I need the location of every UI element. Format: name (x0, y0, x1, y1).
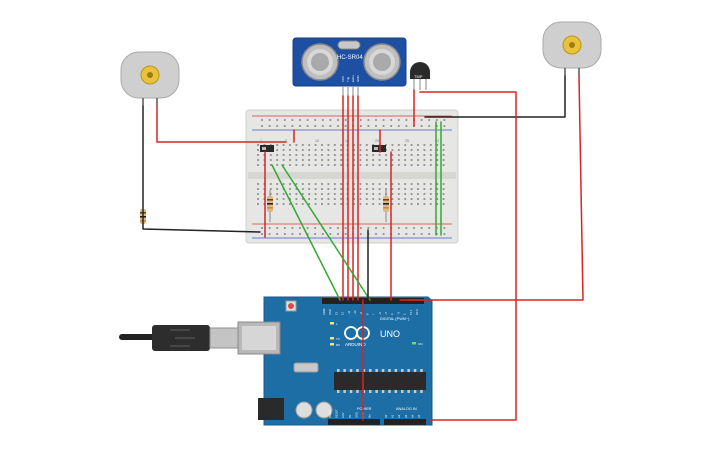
column-number: 1 (260, 139, 262, 143)
arduino-pin-label: ~10 (353, 310, 357, 315)
arduino-pin-label: IOREF (328, 410, 332, 418)
board-leds: L TX RX ON (330, 322, 423, 347)
wire-black-motor-right (424, 75, 566, 118)
arduino-pin-label: ~5 (384, 311, 388, 315)
arduino-pin-label: GND (328, 309, 332, 315)
column-number: 30 (435, 139, 439, 143)
column-number: 25 (405, 139, 409, 143)
wire-red-power-loop (413, 89, 517, 421)
arduino-pin-label: RESET (335, 409, 339, 418)
arduino-pin-label: GND (354, 412, 358, 418)
temperature-sensor[interactable]: TMP (410, 62, 430, 90)
power-header-label: POWER (357, 407, 372, 411)
atmega-chip-pins (337, 369, 423, 393)
arduino-pin-label: 12 (341, 312, 345, 315)
wire-green-signal-2 (281, 164, 371, 301)
arduino-pin-label: 7 (372, 313, 376, 315)
column-number: 10 (315, 139, 319, 143)
digital-header-label: DIGITAL (PWM~) (380, 317, 410, 321)
arduino-pin-label: ~9 (359, 311, 363, 315)
svg-text:GND: GND (356, 75, 360, 83)
wire-red-motor-left (156, 105, 287, 143)
arduino-pin-label: A1 (391, 414, 395, 418)
column-number: 15 (345, 139, 349, 143)
dc-motor-right[interactable] (542, 21, 602, 76)
ultrasonic-transducer-right (363, 43, 401, 81)
svg-text:Echo: Echo (351, 75, 355, 82)
arduino-pin-label: 3.3V (341, 412, 345, 418)
svg-text:VCC: VCC (341, 75, 345, 82)
arduino-model-label: UNO (380, 329, 400, 339)
resistor-right[interactable] (383, 190, 389, 222)
arduino-uno[interactable]: ARDUINO UNO DIGITAL (PWM~) POWER ANALOG … (237, 296, 433, 426)
arduino-pin-label: 2 (403, 313, 407, 315)
arduino-pin-label: A0 (384, 414, 388, 418)
arduino-pin-label: A3 (404, 414, 408, 418)
dc-motor-left[interactable] (120, 51, 180, 106)
svg-text:Trig: Trig (346, 77, 350, 82)
arduino-pin-label: AREF (322, 308, 326, 315)
ultrasonic-pin-labels: VCC Trig Echo GND (341, 75, 360, 83)
transistor-right[interactable] (372, 145, 386, 152)
arduino-pin-label: ~6 (378, 311, 382, 315)
wires (142, 75, 584, 421)
temp-sensor-label: TMP (414, 74, 423, 79)
ultrasonic-transducer-left (301, 43, 339, 81)
svg-text:TX: TX (336, 337, 340, 341)
arduino-pin-label: RX 0 (415, 309, 419, 315)
ultrasonic-sensor[interactable]: HC-SR04 VCC Trig Echo GND (292, 37, 407, 96)
svg-text:ARDUINO: ARDUINO (345, 342, 366, 347)
arduino-pin-label: A5 (417, 414, 421, 418)
arduino-pin-label: TX 1 (409, 309, 413, 315)
breadboard-column-numbers: 1 5 10 15 20 25 30 (260, 139, 439, 143)
arduino-pin-label: A4 (410, 414, 414, 418)
wire-black-motor-left (142, 105, 261, 233)
column-number: 20 (375, 139, 379, 143)
arduino-pin-label: ~11 (347, 310, 351, 315)
wire-green-signal-1 (271, 164, 341, 301)
arduino-pin-label: A2 (397, 414, 401, 418)
svg-text:L: L (336, 322, 338, 326)
analog-header-label: ANALOG IN (396, 407, 417, 411)
arduino-pin-label: ~3 (396, 311, 400, 315)
arduino-pin-label: 8 (365, 313, 369, 315)
wire-red-motor-right (399, 75, 584, 301)
svg-text:ON: ON (418, 342, 423, 346)
svg-text:RX: RX (336, 343, 340, 347)
arduino-pin-label: 5V (348, 415, 352, 418)
ultrasonic-pins (342, 86, 359, 96)
transistor-left[interactable] (260, 145, 274, 152)
ultrasonic-model-label: HC-SR04 (337, 55, 363, 61)
arduino-pin-label: 13 (334, 312, 338, 315)
arduino-pin-label: 4 (390, 313, 394, 315)
arduino-pin-label: Vin (368, 414, 372, 418)
usb-cable (119, 325, 241, 351)
column-number: 5 (285, 139, 287, 143)
resistor-left[interactable] (267, 190, 273, 222)
